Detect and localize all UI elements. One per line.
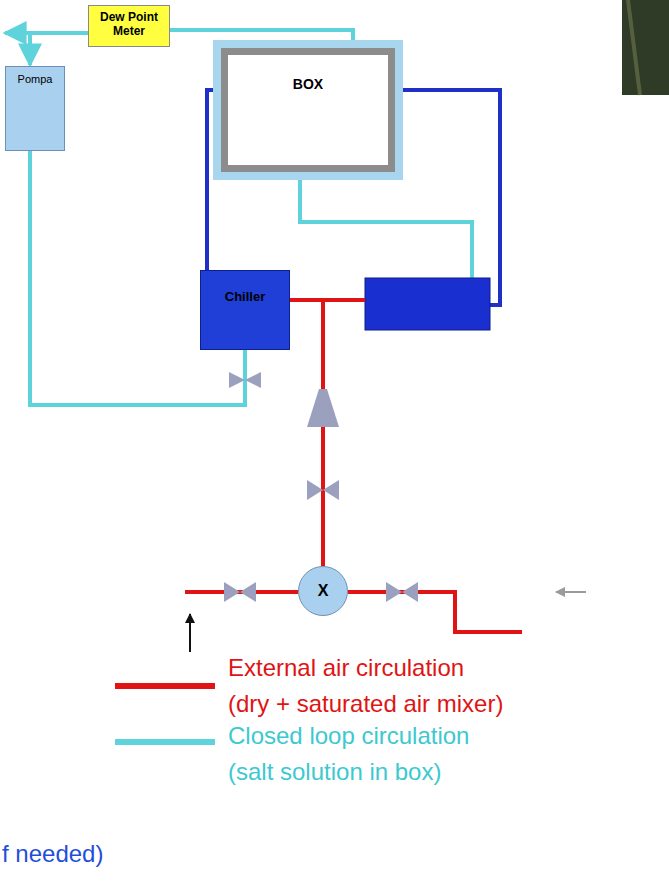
node-label: Dew Point Meter — [93, 10, 165, 38]
red-pipe — [348, 592, 522, 632]
pump-box: Pompa — [5, 66, 65, 151]
legend-text: External air circulation (dry + saturate… — [228, 650, 508, 722]
flow-arrow — [189, 614, 191, 652]
pipe-connector — [30, 33, 88, 65]
photo-detail — [628, 0, 640, 95]
red-pipe — [323, 298, 365, 302]
photo-fragment — [622, 0, 669, 95]
node-label: Chiller — [207, 289, 283, 304]
node-label: Pompa — [10, 73, 60, 86]
legend-text: Closed loop circulation (salt solution i… — [228, 718, 474, 790]
legend-sample — [115, 739, 215, 745]
outlet-arrow — [5, 31, 30, 35]
valve-symbol — [224, 582, 256, 602]
unit-box — [365, 278, 490, 330]
mixer-circle: X — [298, 566, 348, 616]
legend-sample — [115, 683, 215, 689]
valve-symbol — [229, 372, 261, 388]
meter-box: Dew Point Meter — [88, 5, 170, 47]
pipe-connector — [170, 30, 353, 40]
node-label: BOX — [239, 76, 377, 92]
valve-symbol — [307, 480, 339, 500]
chamber-box: BOX — [213, 40, 403, 180]
chiller-box: Chiller — [200, 270, 290, 350]
flow-arrow — [556, 591, 586, 593]
check-valve-symbol — [307, 389, 339, 427]
pipe-connector — [290, 300, 323, 566]
air-pipe — [300, 180, 472, 278]
note-text: f needed) — [2, 840, 103, 868]
coolant-pipe — [403, 90, 500, 305]
node-label: X — [305, 582, 341, 600]
valve-symbol — [386, 582, 418, 602]
